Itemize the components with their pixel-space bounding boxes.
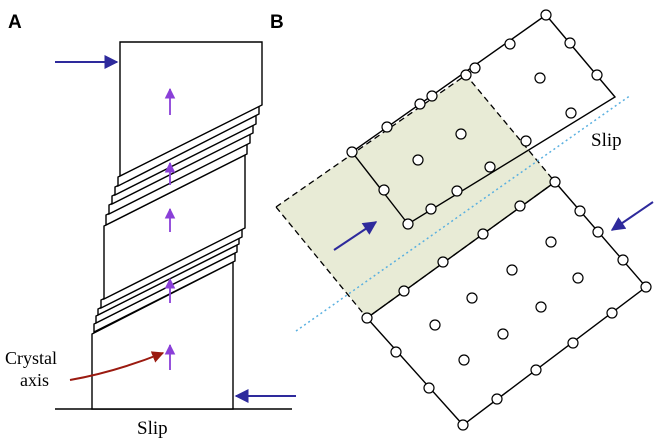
lattice-atom [564,37,576,49]
panel-b-label: B [270,12,284,33]
lattice-atom [437,256,449,268]
lattice-atom [535,301,547,313]
lower-block-atoms [361,176,652,431]
lattice-atom [381,121,393,133]
lattice-atom [617,254,629,266]
lattice-atom [402,218,414,230]
crystal-axis-pointer [69,351,165,381]
lattice-atom [540,9,552,21]
lattice-atom [484,161,496,173]
lattice-atom [591,69,603,81]
lattice-atom [477,228,489,240]
lattice-atom [640,281,652,293]
crystal-block-top [119,41,263,178]
lattice-atom [458,354,470,366]
lattice-atom [460,69,472,81]
force-arrow-right-b [610,201,654,231]
lattice-atom [504,38,516,50]
lattice-atom [530,364,542,376]
panel-b: B [270,9,654,431]
slip-label-b: Slip [591,130,622,151]
lattice-atom [414,98,426,110]
lattice-atom [592,226,604,238]
lattice-atom [565,107,577,119]
panel-a-label: A [8,12,22,33]
lattice-atom [491,393,503,405]
force-arrow-left-b [333,221,378,251]
crystal-axis-label-line1: Crystal [5,348,57,368]
lattice-atom [520,135,532,147]
lattice-atom [390,346,402,358]
lattice-atom [506,264,518,276]
lattice-atom [451,185,463,197]
lattice-atom [606,307,618,319]
lattice-atom [425,203,437,215]
lattice-atom [423,382,435,394]
upper-lattice-block [350,14,617,225]
lattice-atom [429,319,441,331]
panel-a: A Crys [5,12,296,439]
lattice-atom [497,328,509,340]
lattice-atom [412,154,424,166]
slip-plane [295,94,632,332]
lattice-atom [514,200,526,212]
lattice-atom [361,312,373,324]
lattice-atom [466,292,478,304]
lattice-atom [549,176,561,188]
upper-interior-atoms [412,72,546,166]
lattice-atom [378,184,390,196]
shaded-slip-region [275,74,556,319]
lattice-atom [426,90,438,102]
upper-block-atoms [346,9,603,230]
lattice-atom [545,236,557,248]
crystal-axis-label-line2: axis [20,370,49,390]
lattice-atom [455,128,467,140]
lattice-atom [346,146,358,158]
slip-label-a: Slip [137,418,168,439]
lattice-atom [534,72,546,84]
sheared-crystal [91,41,263,410]
lattice-atom [572,272,584,284]
lattice-atom [469,62,481,74]
lattice-atom [567,337,579,349]
lattice-atom [574,205,586,217]
lower-interior-atoms [429,236,584,366]
lattice-atom [398,285,410,297]
lattice-atom [457,419,469,431]
